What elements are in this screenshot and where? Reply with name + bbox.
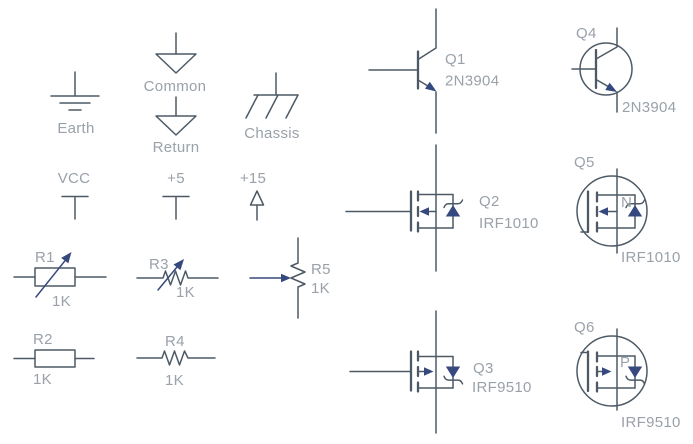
transistor-q3: Q3 IRF9510	[349, 310, 532, 434]
common-label: Common	[144, 78, 207, 95]
q3-part-label: IRF9510	[472, 379, 532, 396]
q5-channel-label: N	[621, 194, 632, 211]
q2-ref-label: Q2	[479, 193, 500, 210]
q6-part-label: IRF9510	[621, 414, 681, 431]
q4-collector	[595, 27, 618, 60]
return-label: Return	[153, 139, 200, 156]
q4-emitter-arrowhead	[605, 82, 617, 92]
q2-body-diode-cathode-bar	[443, 199, 464, 209]
r2-ref-label: R2	[33, 331, 53, 348]
q1-collector	[417, 8, 437, 61]
r4-body	[136, 350, 216, 366]
r3-ref-label: R3	[149, 256, 169, 273]
r1-variable-arrow-shaft	[35, 259, 66, 298]
plus15-power-symbol: +15	[240, 170, 266, 221]
r3-value-label: 1K	[176, 284, 195, 301]
q3-body-diode-cathode-bar	[443, 375, 464, 385]
q2-rails	[417, 193, 454, 229]
q2-part-label: IRF1010	[479, 215, 539, 232]
common-triangle	[155, 53, 197, 74]
q6-channel-arrowhead	[602, 367, 612, 376]
q4-ref-label: Q4	[576, 25, 597, 42]
q6-channel-label: P	[620, 354, 630, 371]
resistor-r5: R5 1K	[249, 237, 331, 319]
r1-variable-arrowhead	[61, 252, 72, 264]
r5-body	[290, 237, 306, 319]
r3-variable-arrow-shaft	[157, 266, 178, 291]
q4-emitter-shaft	[595, 78, 610, 88]
r1-value-label: 1K	[52, 293, 71, 310]
q1-ref-label: Q1	[445, 51, 466, 68]
r1-ref-label: R1	[35, 249, 55, 266]
earth-ground-symbol: Earth	[50, 71, 100, 137]
r3-variable-arrowhead	[173, 259, 184, 271]
q5-ref-label: Q5	[574, 154, 595, 171]
chassis-ground-symbol: Chassis	[244, 72, 299, 142]
q4-part-label: 2N3904	[622, 99, 676, 116]
r5-value-label: 1K	[311, 280, 330, 297]
q3-body-diode-triangle	[445, 366, 461, 378]
r1-body	[34, 267, 76, 287]
q6-ref-label: Q6	[574, 319, 595, 336]
transistor-q1: Q1 2N3904	[368, 8, 499, 134]
return-ground-symbol: Return	[153, 96, 200, 156]
r3-body	[136, 270, 219, 286]
chassis-hatches	[245, 94, 299, 119]
transistor-q6: Q6 P IRF9510	[574, 319, 681, 431]
transistor-q2: Q2 IRF1010	[345, 144, 539, 272]
q2-body-diode-triangle	[445, 205, 461, 217]
vcc-tbar	[61, 195, 89, 220]
q6-rails	[596, 355, 636, 389]
q5-body-diode-cathode-bar	[625, 199, 646, 209]
plus15-label: +15	[240, 170, 266, 187]
q5-part-label: IRF1010	[621, 249, 681, 266]
q1-emitter-arrowhead	[425, 81, 437, 92]
q5-channel-arrowhead	[598, 207, 608, 216]
q5-envelope-circle	[576, 175, 648, 247]
q3-ref-label: Q3	[473, 360, 494, 377]
q6-body-diode-cathode-bar	[625, 375, 646, 385]
r2-body	[34, 349, 76, 368]
q1-part-label: 2N3904	[445, 73, 499, 90]
chassis-label: Chassis	[244, 125, 299, 142]
common-ground-symbol: Common	[144, 32, 207, 95]
q5-rails	[596, 194, 636, 229]
plus5-power-symbol: +5	[162, 170, 190, 220]
q1-emitter-shaft	[417, 79, 430, 88]
vcc-power-symbol: VCC	[58, 170, 91, 220]
q6-body-diode-triangle	[627, 366, 643, 378]
resistor-r3: R3 1K	[136, 256, 219, 301]
transistor-q4: Q4 2N3904	[571, 25, 676, 116]
resistor-r2: R2 1K	[13, 331, 95, 388]
q6-envelope-circle	[576, 335, 648, 407]
r4-value-label: 1K	[165, 372, 184, 389]
r4-ref-label: R4	[165, 333, 185, 350]
q5-body-diode-triangle	[627, 205, 643, 217]
return-triangle	[155, 115, 197, 136]
r5-wiper-arrowhead	[281, 273, 291, 283]
r5-ref-label: R5	[311, 261, 331, 278]
vcc-label: VCC	[58, 170, 91, 187]
transistor-q5: Q5 N IRF1010	[574, 154, 681, 266]
resistor-r4: R4 1K	[136, 333, 216, 389]
earth-label: Earth	[57, 120, 94, 137]
q3-rails	[417, 355, 454, 389]
plus5-tbar	[162, 195, 190, 220]
resistor-r1: R1 1K	[13, 249, 107, 310]
plus15-arrow	[249, 190, 265, 206]
q2-channel-arrowhead	[419, 207, 429, 216]
r2-value-label: 1K	[33, 371, 52, 388]
plus5-label: +5	[167, 170, 185, 187]
q3-channel-arrowhead	[424, 367, 434, 376]
